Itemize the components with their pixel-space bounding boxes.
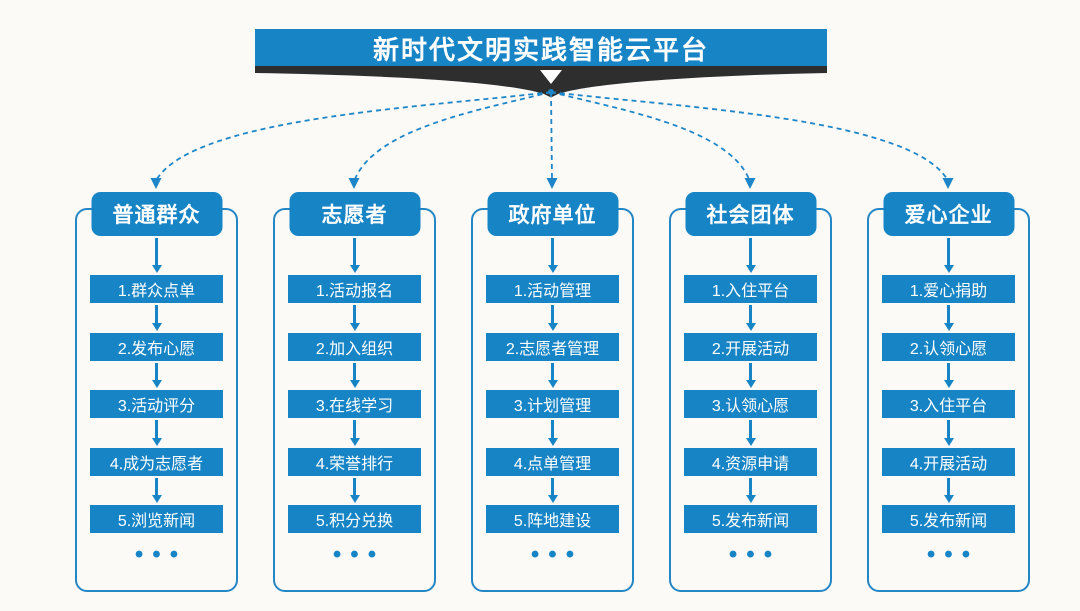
dashed-connector	[156, 91, 552, 180]
step-item: 3.活动评分	[90, 390, 223, 418]
column-header: 志愿者	[289, 192, 420, 236]
down-arrow-icon	[151, 420, 162, 446]
connector-arrows	[150, 89, 954, 189]
down-triangle-icon	[540, 70, 562, 84]
down-arrow-icon	[943, 238, 954, 273]
column-header: 爱心企业	[883, 192, 1014, 236]
down-arrow-icon	[349, 363, 360, 388]
step-item: 2.发布心愿	[90, 333, 223, 361]
ellipsis: •••	[926, 541, 980, 568]
step-item: 4.成为志愿者	[90, 448, 223, 476]
arrowhead-icon	[348, 178, 360, 189]
step-item: 4.资源申请	[684, 448, 817, 476]
column-header: 普通群众	[91, 192, 222, 236]
arrowhead-icon	[150, 178, 162, 189]
down-arrow-icon	[547, 238, 558, 273]
ellipsis: •••	[134, 541, 188, 568]
step-item: 4.开展活动	[882, 448, 1015, 476]
down-arrow-icon	[349, 478, 360, 503]
column-header: 政府单位	[487, 192, 618, 236]
ellipsis: •••	[728, 541, 782, 568]
step-item: 4.点单管理	[486, 448, 619, 476]
banner-chevron-shape	[255, 66, 827, 98]
step-item: 1.活动报名	[288, 275, 421, 303]
step-item: 1.活动管理	[486, 275, 619, 303]
down-arrow-icon	[349, 420, 360, 446]
down-arrow-icon	[151, 363, 162, 388]
down-arrow-icon	[547, 363, 558, 388]
down-arrow-icon	[943, 363, 954, 388]
column-header: 社会团体	[685, 192, 816, 236]
down-arrow-icon	[745, 478, 756, 503]
step-item: 3.入住平台	[882, 390, 1015, 418]
down-arrow-icon	[547, 420, 558, 446]
step-item: 1.入住平台	[684, 275, 817, 303]
down-arrow-icon	[943, 305, 954, 331]
dashed-connector	[550, 91, 750, 180]
down-arrow-icon	[547, 305, 558, 331]
down-arrow-icon	[745, 305, 756, 331]
down-arrow-icon	[151, 478, 162, 503]
down-arrow-icon	[547, 478, 558, 503]
arrowhead-icon	[546, 178, 558, 189]
down-arrow-icon	[349, 305, 360, 331]
dashed-connector	[354, 91, 552, 180]
down-arrow-icon	[943, 420, 954, 446]
platform-title-banner: 新时代文明实践智能云平台	[255, 29, 827, 67]
column-ordinary-public: 普通群众 1.群众点单 2.发布心愿 3.活动评分 4.成为志愿者 5.浏览新闻…	[75, 190, 238, 600]
step-item: 2.加入组织	[288, 333, 421, 361]
step-item: 1.群众点单	[90, 275, 223, 303]
down-arrow-icon	[151, 305, 162, 331]
step-item: 5.发布新闻	[882, 505, 1015, 533]
step-item: 3.在线学习	[288, 390, 421, 418]
step-item: 5.发布新闻	[684, 505, 817, 533]
down-arrow-icon	[943, 478, 954, 503]
down-arrow-icon	[151, 238, 162, 273]
down-arrow-icon	[745, 420, 756, 446]
down-arrow-icon	[745, 363, 756, 388]
step-item: 2.开展活动	[684, 333, 817, 361]
hub-dot	[548, 89, 554, 95]
dashed-connector	[550, 91, 553, 180]
ellipsis: •••	[332, 541, 386, 568]
column-volunteer: 志愿者 1.活动报名 2.加入组织 3.在线学习 4.荣誉排行 5.积分兑换 •…	[273, 190, 436, 600]
column-government: 政府单位 1.活动管理 2.志愿者管理 3.计划管理 4.点单管理 5.阵地建设…	[471, 190, 634, 600]
step-item: 2.认领心愿	[882, 333, 1015, 361]
platform-title: 新时代文明实践智能云平台	[372, 34, 709, 65]
step-item: 5.积分兑换	[288, 505, 421, 533]
arrowhead-icon	[942, 178, 954, 189]
down-arrow-icon	[349, 238, 360, 273]
arrowhead-icon	[744, 178, 756, 189]
down-arrow-icon	[745, 238, 756, 273]
column-social-group: 社会团体 1.入住平台 2.开展活动 3.认领心愿 4.资源申请 5.发布新闻 …	[669, 190, 832, 600]
dashed-connector	[550, 91, 948, 180]
step-item: 3.认领心愿	[684, 390, 817, 418]
step-item: 4.荣誉排行	[288, 448, 421, 476]
ellipsis: •••	[530, 541, 584, 568]
step-item: 1.爱心捐助	[882, 275, 1015, 303]
step-item: 5.阵地建设	[486, 505, 619, 533]
step-item: 3.计划管理	[486, 390, 619, 418]
column-enterprise: 爱心企业 1.爱心捐助 2.认领心愿 3.入住平台 4.开展活动 5.发布新闻 …	[867, 190, 1030, 600]
step-item: 2.志愿者管理	[486, 333, 619, 361]
step-item: 5.浏览新闻	[90, 505, 223, 533]
